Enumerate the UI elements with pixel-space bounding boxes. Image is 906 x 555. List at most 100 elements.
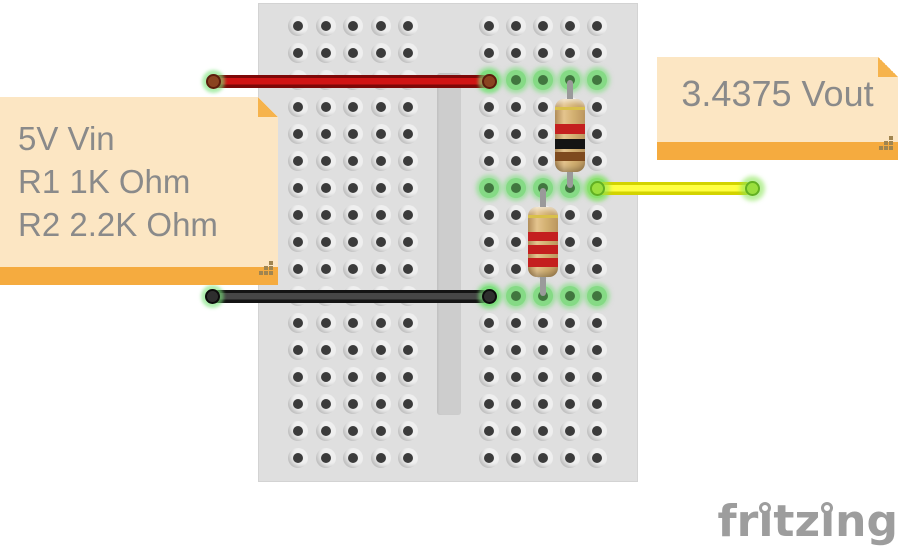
breadboard-hole[interactable] [560, 205, 580, 225]
breadboard-hole[interactable] [343, 97, 363, 117]
breadboard-hole[interactable] [506, 286, 526, 306]
breadboard-hole[interactable] [560, 43, 580, 63]
note-vout-value[interactable]: 3.4375 Vout [657, 57, 898, 160]
wire-endpoint[interactable] [744, 180, 760, 196]
breadboard-hole[interactable] [315, 151, 336, 171]
breadboard-hole[interactable] [587, 259, 607, 279]
breadboard-hole[interactable] [533, 16, 553, 36]
breadboard-hole[interactable] [288, 313, 308, 333]
breadboard-hole[interactable] [560, 178, 580, 198]
breadboard-hole[interactable] [479, 367, 499, 387]
breadboard-hole[interactable] [370, 421, 391, 441]
breadboard-hole[interactable] [288, 178, 308, 198]
breadboard-hole[interactable] [587, 286, 607, 306]
breadboard-hole[interactable] [506, 16, 526, 36]
wire-endpoint[interactable] [589, 180, 605, 196]
breadboard-hole[interactable] [315, 205, 336, 225]
breadboard-hole[interactable] [315, 232, 336, 252]
breadboard-hole[interactable] [398, 394, 418, 414]
breadboard-hole[interactable] [506, 259, 526, 279]
breadboard-hole[interactable] [315, 313, 336, 333]
breadboard-hole[interactable] [370, 259, 391, 279]
wire-segment[interactable] [212, 290, 489, 303]
breadboard-hole[interactable] [587, 124, 607, 144]
breadboard-hole[interactable] [506, 97, 526, 117]
breadboard-hole[interactable] [370, 16, 391, 36]
breadboard-hole[interactable] [398, 16, 418, 36]
breadboard-hole[interactable] [587, 97, 607, 117]
breadboard-hole[interactable] [288, 232, 308, 252]
breadboard-hole[interactable] [506, 232, 526, 252]
note-resize-grip-icon[interactable] [259, 261, 273, 275]
breadboard-hole[interactable] [398, 178, 418, 198]
breadboard-hole[interactable] [533, 151, 553, 171]
breadboard-hole[interactable] [288, 205, 308, 225]
breadboard-hole[interactable] [343, 259, 363, 279]
breadboard-hole[interactable] [288, 151, 308, 171]
breadboard-hole[interactable] [506, 124, 526, 144]
breadboard-hole[interactable] [370, 448, 391, 468]
wire-endpoint[interactable] [481, 73, 497, 89]
breadboard-hole[interactable] [288, 340, 308, 360]
breadboard-hole[interactable] [587, 313, 607, 333]
breadboard-hole[interactable] [315, 178, 336, 198]
breadboard-hole[interactable] [533, 367, 553, 387]
breadboard-hole[interactable] [533, 97, 553, 117]
breadboard-hole[interactable] [533, 70, 553, 90]
breadboard-hole[interactable] [533, 43, 553, 63]
breadboard-hole[interactable] [533, 394, 553, 414]
breadboard-hole[interactable] [288, 448, 308, 468]
wire-endpoint[interactable] [204, 288, 220, 304]
breadboard-hole[interactable] [506, 151, 526, 171]
breadboard-hole[interactable] [288, 43, 308, 63]
breadboard-hole[interactable] [288, 97, 308, 117]
breadboard-hole[interactable] [479, 151, 499, 171]
breadboard-hole[interactable] [288, 259, 308, 279]
breadboard-hole[interactable] [398, 448, 418, 468]
breadboard-hole[interactable] [479, 394, 499, 414]
breadboard-hole[interactable] [288, 394, 308, 414]
breadboard-hole[interactable] [533, 340, 553, 360]
breadboard-hole[interactable] [506, 43, 526, 63]
breadboard-hole[interactable] [560, 394, 580, 414]
breadboard-hole[interactable] [587, 367, 607, 387]
breadboard-hole[interactable] [315, 124, 336, 144]
breadboard-hole[interactable] [398, 151, 418, 171]
breadboard-hole[interactable] [398, 43, 418, 63]
wire-endpoint[interactable] [481, 288, 497, 304]
breadboard-hole[interactable] [560, 367, 580, 387]
breadboard-hole[interactable] [315, 340, 336, 360]
breadboard-hole[interactable] [398, 259, 418, 279]
breadboard-hole[interactable] [370, 313, 391, 333]
breadboard-hole[interactable] [288, 124, 308, 144]
breadboard-hole[interactable] [560, 313, 580, 333]
breadboard-hole[interactable] [560, 286, 580, 306]
breadboard-hole[interactable] [343, 340, 363, 360]
breadboard-hole[interactable] [533, 124, 553, 144]
breadboard-hole[interactable] [370, 43, 391, 63]
breadboard-hole[interactable] [343, 178, 363, 198]
breadboard-hole[interactable] [315, 367, 336, 387]
breadboard-hole[interactable] [506, 340, 526, 360]
breadboard-hole[interactable] [398, 232, 418, 252]
breadboard-hole[interactable] [479, 448, 499, 468]
breadboard-hole[interactable] [370, 394, 391, 414]
breadboard-hole[interactable] [479, 205, 499, 225]
breadboard-hole[interactable] [560, 421, 580, 441]
breadboard-hole[interactable] [343, 205, 363, 225]
breadboard-hole[interactable] [479, 97, 499, 117]
breadboard-hole[interactable] [370, 178, 391, 198]
wire-endpoint[interactable] [205, 73, 221, 89]
breadboard-hole[interactable] [506, 205, 526, 225]
breadboard-hole[interactable] [343, 313, 363, 333]
breadboard-hole[interactable] [506, 448, 526, 468]
breadboard-hole[interactable] [587, 151, 607, 171]
breadboard-hole[interactable] [315, 394, 336, 414]
breadboard-hole[interactable] [370, 97, 391, 117]
breadboard-hole[interactable] [479, 43, 499, 63]
breadboard-hole[interactable] [398, 340, 418, 360]
breadboard-hole[interactable] [398, 421, 418, 441]
breadboard-hole[interactable] [343, 448, 363, 468]
breadboard-hole[interactable] [479, 124, 499, 144]
breadboard-hole[interactable] [479, 340, 499, 360]
